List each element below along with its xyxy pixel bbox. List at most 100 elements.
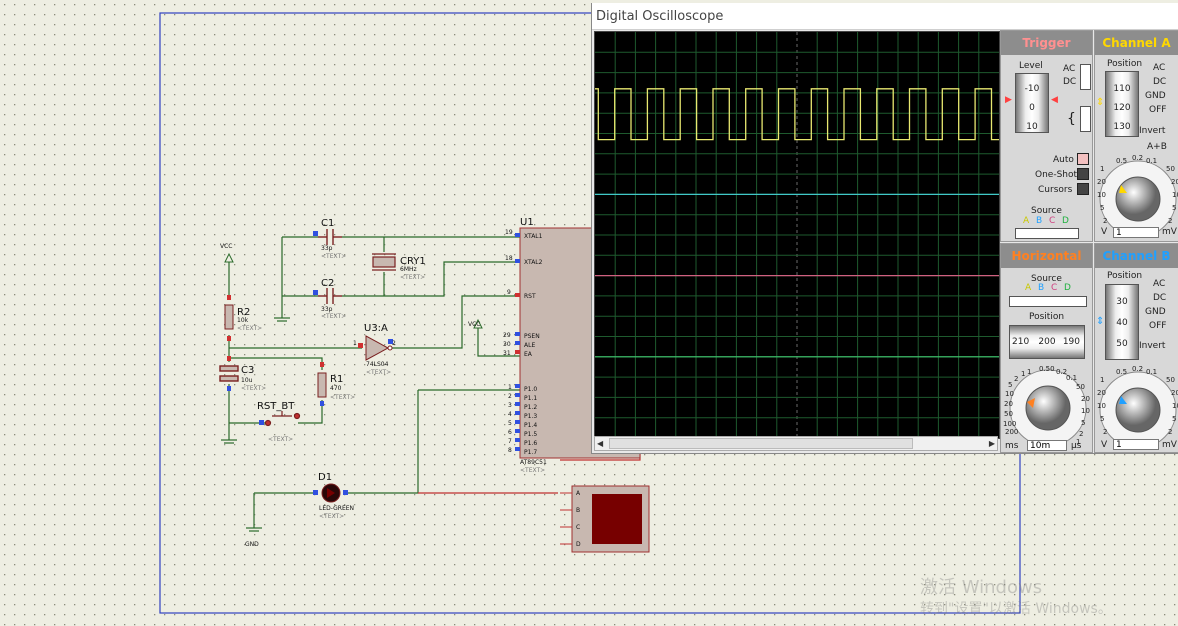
chb-dial-tick: 0.2 (1132, 365, 1144, 373)
pin-name: P1.7 (524, 449, 537, 456)
pin-num: 6 (508, 429, 512, 436)
pin-num: 19 (505, 229, 513, 236)
chb-dial-tick: 20 (1097, 389, 1106, 397)
chb-pos-tick: 50 (1116, 339, 1128, 349)
pin-name: PSEN (524, 333, 540, 340)
horizontal-time-field[interactable]: 10m (1027, 440, 1067, 451)
horizontal-position-drum[interactable]: 210 200 190 (1009, 325, 1085, 359)
r2-ref: R2 (237, 307, 250, 318)
pin-name: P1.0 (524, 386, 537, 393)
oscilloscope-titlebar[interactable]: Digital Oscilloscope (592, 3, 1178, 30)
horizontal-unit-ms: ms (1005, 441, 1019, 451)
cha-dial-tick: 10 (1172, 191, 1178, 199)
trigger-edge-switch[interactable] (1080, 106, 1091, 132)
h-dial-tick: 5 (1008, 381, 1013, 389)
pin-num: 29 (503, 332, 511, 339)
scope-screen[interactable] (594, 31, 1000, 439)
trigger-arrow-right-icon: ◀ (1051, 95, 1058, 105)
oscilloscope-window[interactable]: Digital Oscilloscope ◀ ▶ Trigger Level -… (591, 3, 1178, 454)
r1-ref: R1 (330, 374, 343, 385)
pin-name: P1.1 (524, 395, 537, 402)
h-pos-tick: 200 (1038, 337, 1056, 347)
h-dial-tick: 2 (1014, 375, 1019, 383)
cha-pos-tick: 110 (1113, 84, 1131, 94)
horizontal-dial-svg[interactable] (1005, 366, 1091, 447)
horizontal-source-d: D (1064, 283, 1071, 293)
trigger-source-slider[interactable] (1015, 228, 1079, 239)
cry1-value: 6MHz (400, 266, 417, 273)
capacitor-c2[interactable] (318, 288, 342, 304)
h-dial-tick: 5 (1081, 419, 1086, 427)
trigger-source-d: D (1062, 216, 1069, 226)
scrollbar-thumb[interactable] (609, 438, 913, 449)
cha-sum: A+B (1147, 142, 1167, 152)
cha-invert: Invert (1139, 126, 1166, 136)
c1-text: <TEXT> (321, 253, 346, 260)
chb-position-drum[interactable]: 30 40 50 (1105, 284, 1139, 360)
cha-pos-tick: 120 (1113, 103, 1131, 113)
edge-brace-icon: { (1067, 111, 1076, 127)
cha-volts-dial[interactable] (1097, 155, 1178, 243)
chb-dial-tick: 20 (1171, 389, 1178, 397)
vcc-symbols (224, 252, 483, 329)
u1-text: <TEXT> (520, 467, 545, 474)
capacitor-c1[interactable] (318, 229, 342, 245)
resistor-r1[interactable] (317, 372, 327, 398)
chb-pos-tick: 40 (1116, 318, 1128, 328)
chb-unit-v: V (1101, 440, 1108, 450)
cha-updown-icon: ⇕ (1096, 97, 1105, 108)
horizontal-scrollbar[interactable]: ◀ ▶ (594, 436, 998, 451)
crystal-cry1[interactable] (372, 253, 396, 271)
resistor-r2[interactable] (224, 304, 234, 330)
d1-text: <TEXT> (319, 513, 344, 520)
chb-dial-tick: 2 (1168, 428, 1173, 436)
u3-text: <TEXT> (366, 369, 391, 376)
matrix-pin-labels: A B C D (576, 490, 581, 548)
channel-a-panel: Channel A Position 110 120 130 ⇕ AC DC G… (1094, 30, 1178, 242)
horizontal-unit-us: µs (1071, 441, 1082, 451)
chb-ac: AC (1153, 279, 1166, 289)
u1-ref: U1 (520, 217, 534, 228)
cha-volts-field[interactable]: 1 (1113, 227, 1159, 238)
horizontal-source-slider[interactable] (1009, 296, 1087, 307)
c3-value: 10u (241, 377, 253, 384)
cha-ac: AC (1153, 63, 1166, 73)
trigger-source-label: Source (1031, 206, 1062, 216)
chb-dc: DC (1153, 293, 1167, 303)
chb-unit-mv: mV (1162, 440, 1177, 450)
cry1-text: <TEXT> (400, 274, 425, 281)
pin-num: 5 (508, 420, 512, 427)
h-dial-tick: 20 (1081, 395, 1090, 403)
trigger-coupling-switch[interactable] (1080, 64, 1091, 90)
scroll-left-icon[interactable]: ◀ (597, 439, 604, 448)
h-dial-tick: 1 (1076, 438, 1081, 446)
cha-dial-svg[interactable] (1097, 155, 1178, 239)
chb-off: OFF (1149, 321, 1167, 331)
matrix-pin: D (576, 541, 581, 548)
reset-button[interactable] (264, 411, 301, 427)
trigger-oneshot-button[interactable] (1077, 168, 1089, 180)
cha-dial-tick: 10 (1097, 191, 1106, 199)
trigger-ac: AC (1063, 64, 1076, 74)
inverter-u3a[interactable] (365, 335, 390, 361)
u3-value: 74LS04 (366, 361, 389, 368)
chb-volts-field[interactable]: 1 (1113, 439, 1159, 450)
pin-name: P1.3 (524, 413, 537, 420)
trigger-cursors-button[interactable] (1077, 183, 1089, 195)
horizontal-source-b: B (1038, 283, 1045, 293)
chb-dial-tick: 5 (1172, 415, 1177, 423)
trigger-level-drum[interactable]: -10 0 10 (1015, 73, 1049, 133)
pin-num: 8 (508, 447, 512, 454)
trigger-arrow-left-icon: ▶ (1005, 95, 1012, 105)
horizontal-source-label: Source (1031, 274, 1062, 284)
cha-position-drum[interactable]: 110 120 130 (1105, 71, 1139, 137)
trigger-header: Trigger (1001, 31, 1092, 55)
capacitor-c3[interactable] (219, 365, 239, 382)
scroll-right-icon[interactable]: ▶ (988, 439, 995, 448)
ground-symbols (221, 317, 290, 532)
h-dial-tick: 0.1 (1066, 374, 1078, 382)
trigger-auto-button[interactable] (1077, 153, 1089, 165)
horizontal-time-dial[interactable] (1005, 366, 1091, 450)
h-dial-tick: 20 (1004, 400, 1013, 408)
